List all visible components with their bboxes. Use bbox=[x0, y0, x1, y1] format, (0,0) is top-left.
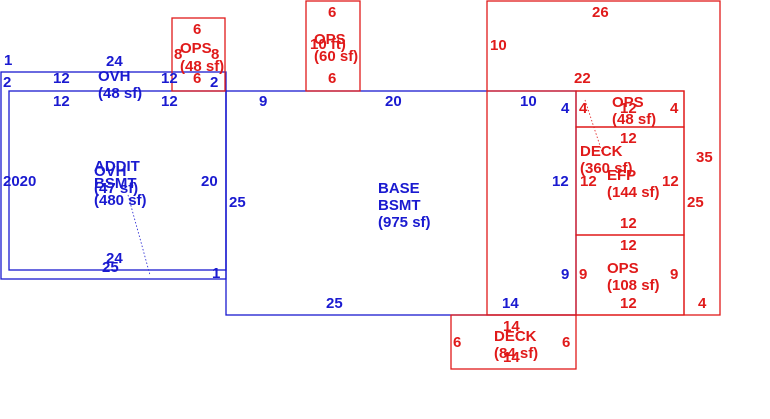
dim-label: 24 bbox=[106, 250, 123, 267]
dim-label: 2020 bbox=[3, 173, 36, 190]
dim-label: 12 bbox=[662, 173, 679, 190]
deck-bottom-name: DECK bbox=[494, 328, 537, 345]
deck-right-area: (360 sf) bbox=[580, 160, 633, 177]
dim-label: 12 bbox=[161, 70, 178, 87]
dim-label: 12 bbox=[53, 70, 70, 87]
efp-name: EFP bbox=[607, 167, 636, 184]
dim-label: 9 bbox=[670, 266, 678, 283]
dim-label: 25 bbox=[326, 295, 343, 312]
dim-label: 2 bbox=[210, 74, 218, 91]
base-name1: BASE bbox=[378, 180, 420, 197]
dim-label: 12 bbox=[161, 93, 178, 110]
dim-label: 14 bbox=[502, 295, 519, 312]
addit-name2: BSMT bbox=[94, 175, 137, 192]
dim-label: 12 bbox=[620, 130, 637, 147]
ovh-area: (48 sf) bbox=[98, 85, 142, 102]
dim-label: 9 bbox=[561, 266, 569, 283]
ops-108-area: (108 sf) bbox=[607, 277, 660, 294]
dim-label: 20 bbox=[385, 93, 402, 110]
dim-label: 25 bbox=[229, 194, 246, 211]
addit-area: (480 sf) bbox=[94, 192, 147, 209]
ops-48-outline bbox=[171, 17, 226, 92]
dim-label: 22 bbox=[574, 70, 591, 87]
deck-bottom-area: (84 sf) bbox=[494, 345, 538, 362]
dim-label: 20 bbox=[201, 173, 218, 190]
dim-label: 4 bbox=[561, 100, 570, 117]
dim-label: 6 bbox=[562, 334, 570, 351]
ovh-overlap-name: OVH bbox=[94, 163, 127, 180]
dim-label: 12 bbox=[620, 295, 637, 312]
dim-label: 14 bbox=[503, 349, 520, 366]
dim-label: 10 bbox=[520, 93, 537, 110]
deck-right-name: DECK bbox=[580, 143, 623, 160]
dim-label: 9 bbox=[579, 266, 587, 283]
dim-label: 1 bbox=[4, 52, 12, 69]
dim-label: 12 bbox=[552, 173, 569, 190]
dim-label: 12 bbox=[620, 215, 637, 232]
dim-label: 8 bbox=[211, 46, 219, 63]
ops-60-outline bbox=[305, 0, 361, 92]
ops-108-outline bbox=[575, 234, 685, 316]
base-name2: BSMT bbox=[378, 197, 421, 214]
leader-line-red bbox=[584, 99, 603, 153]
dim-label: 9 bbox=[259, 93, 267, 110]
dim-label: 25 bbox=[102, 259, 119, 276]
dim-label: 12 bbox=[53, 93, 70, 110]
addit-name1: ADDIT bbox=[94, 158, 140, 175]
ops-60-area: (60 sf) bbox=[314, 48, 358, 65]
dim-label: 2 bbox=[3, 74, 11, 91]
dim-label: 6 bbox=[328, 4, 336, 21]
ops-108-name: OPS bbox=[607, 260, 639, 277]
dim-label: 6 bbox=[193, 70, 201, 87]
deck-84-outline bbox=[450, 314, 577, 370]
dim-label: 4 bbox=[579, 100, 588, 117]
dim-label: 14 bbox=[503, 318, 520, 335]
dim-label: 4 bbox=[670, 100, 679, 117]
dim-label: 12 bbox=[620, 237, 637, 254]
dim-label: 6 bbox=[193, 21, 201, 38]
base-area: (975 sf) bbox=[378, 214, 431, 231]
dim-label: 6 bbox=[453, 334, 461, 351]
ops-60-overlap: 10 ft) bbox=[310, 36, 346, 53]
dim-label: 26 bbox=[592, 4, 609, 21]
ovh-name: OVH bbox=[98, 68, 131, 85]
dim-label: 4 bbox=[698, 295, 707, 312]
ovh-overlap-area: (47 sf) bbox=[94, 180, 138, 197]
efp-area: (144 sf) bbox=[607, 184, 660, 201]
dim-label: 24 bbox=[106, 53, 123, 70]
dim-label: 12 bbox=[620, 100, 637, 117]
dim-label: 6 bbox=[328, 70, 336, 87]
dim-label: 1 bbox=[212, 265, 220, 282]
dim-label: 35 bbox=[696, 149, 713, 166]
dim-label: 25 bbox=[687, 194, 704, 211]
ops-right-area: (48 sf) bbox=[612, 111, 656, 128]
dim-label: 10 bbox=[490, 37, 507, 54]
ops-small-name: OPS bbox=[180, 40, 212, 57]
ops-60-name: OPS bbox=[314, 31, 346, 48]
dim-label: 12 bbox=[580, 173, 597, 190]
dim-label: 8 bbox=[174, 46, 182, 63]
ops-right-name: OPS bbox=[612, 94, 644, 111]
ops-small-area: (48 sf) bbox=[180, 58, 224, 75]
